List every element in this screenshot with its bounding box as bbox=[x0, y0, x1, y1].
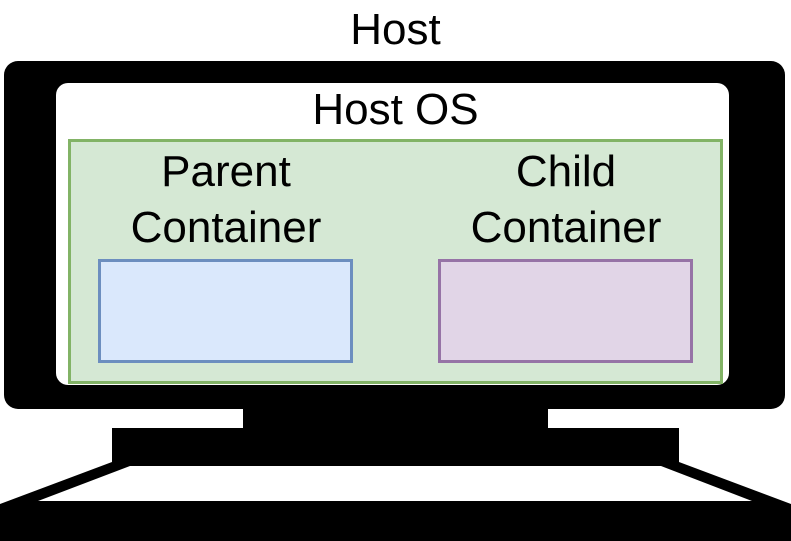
parent-container-label-line1: Parent bbox=[161, 147, 291, 196]
keyboard-face bbox=[38, 466, 752, 501]
host-os-title: Host OS bbox=[312, 85, 479, 134]
parent-container-box bbox=[98, 259, 353, 363]
parent-container-label-line2: Container bbox=[130, 203, 322, 252]
child-container-label-line2: Container bbox=[470, 203, 662, 252]
child-container-box bbox=[438, 259, 693, 363]
parent-container-label: Parent Container bbox=[100, 144, 352, 256]
monitor-neck bbox=[243, 405, 548, 431]
keyboard-base-top bbox=[112, 428, 679, 462]
child-container-label: Child Container bbox=[440, 144, 692, 256]
child-container-label-line1: Child bbox=[515, 147, 617, 196]
host-title: Host bbox=[350, 5, 441, 54]
